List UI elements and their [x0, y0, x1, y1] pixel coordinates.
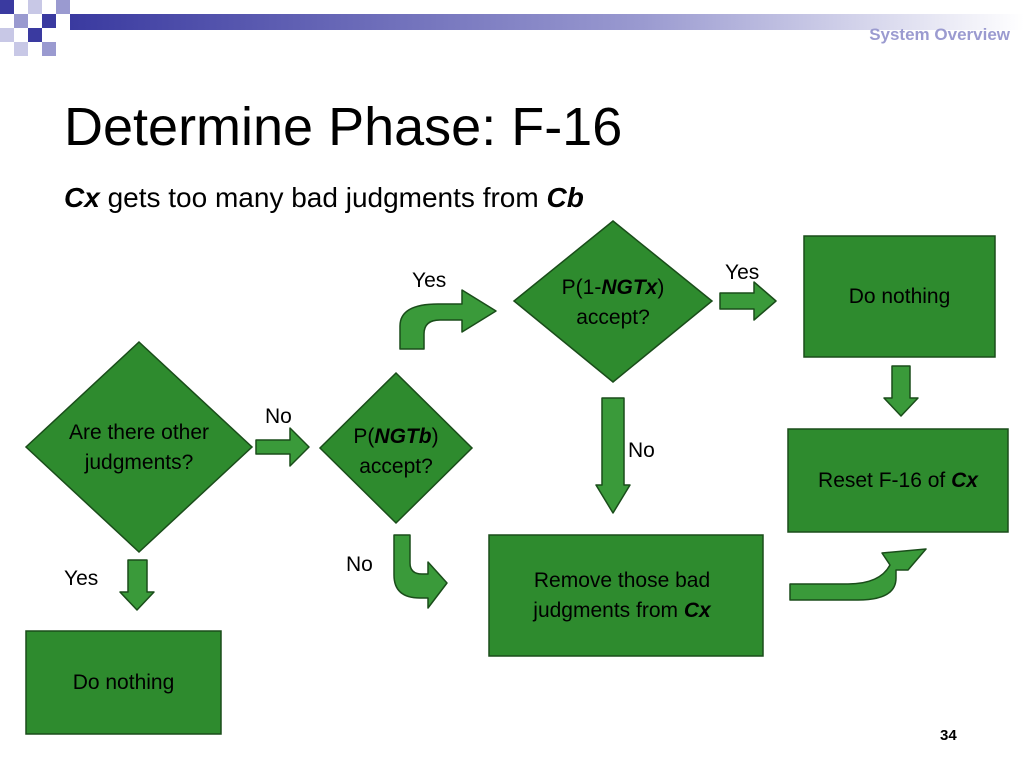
decision-ngtb-text: P(NGTb) accept?	[326, 422, 466, 482]
edge-label-other-no: No	[265, 405, 292, 428]
arrow-ngtx-no	[595, 397, 631, 514]
arrow-remove-to-reset	[789, 548, 927, 601]
slide-subtitle: Cx gets too many bad judgments from Cb	[64, 182, 584, 214]
page-number: 34	[940, 727, 957, 744]
arrow-ngtb-no	[393, 534, 448, 609]
remove-text: Remove those bad judgments from Cx	[489, 566, 755, 626]
arrow-other-no	[255, 427, 310, 467]
ngtx-line2: accept?	[576, 305, 650, 329]
decision-other-line2: judgments?	[84, 450, 194, 474]
arrow-other-yes	[119, 559, 155, 611]
decision-other-judgments	[24, 340, 254, 554]
ngtx-post: )	[657, 276, 665, 299]
arrow-ngtx-yes	[719, 281, 777, 321]
do-nothing-top-text: Do nothing	[848, 285, 951, 308]
arrow-ngtb-yes	[399, 289, 497, 350]
subtitle-cb: Cb	[546, 182, 584, 213]
subtitle-cx: Cx	[64, 182, 100, 213]
ngtb-pre: P(	[353, 425, 375, 448]
box-reset	[787, 428, 1009, 533]
decision-ngtb	[318, 371, 474, 525]
reset-label: Reset F-16 of	[818, 469, 952, 492]
remove-line2: judgments from	[533, 598, 684, 622]
subtitle-middle: gets too many bad judgments from	[99, 182, 547, 213]
ngtx-bold: NGTx	[601, 276, 658, 299]
box-do-nothing-bottom	[25, 630, 222, 735]
box-do-nothing-top	[803, 235, 996, 358]
slide-title: Determine Phase: F-16	[64, 97, 623, 157]
ngtx-pre: P(1-	[561, 276, 602, 299]
box-remove	[488, 534, 764, 657]
decision-other-line1: Are there other	[68, 421, 210, 444]
ngtb-line2: accept?	[359, 454, 433, 478]
reset-bold: Cx	[951, 469, 978, 492]
edge-label-ngtb-no: No	[346, 553, 373, 576]
edge-label-other-yes: Yes	[64, 567, 99, 590]
do-nothing-bottom-text: Do nothing	[72, 671, 175, 694]
section-label: System Overview	[869, 25, 1010, 44]
remove-bold: Cx	[683, 598, 711, 622]
decision-ngtx-text: P(1-NGTx) accept?	[530, 273, 696, 333]
decision-other-text: Are there other judgments?	[36, 418, 242, 478]
remove-line1: Remove those bad	[533, 569, 711, 592]
decision-ngtx	[512, 220, 714, 383]
ngtb-bold: NGTb	[374, 425, 432, 448]
arrow-top-to-reset	[883, 365, 919, 417]
edge-label-ngtb-yes: Yes	[412, 269, 447, 292]
header-decoration	[0, 0, 1024, 56]
reset-text: Reset F-16 of Cx	[788, 466, 1008, 496]
edge-label-ngtx-yes: Yes	[725, 261, 760, 284]
edge-label-ngtx-no: No	[628, 439, 655, 462]
ngtb-post: )	[431, 425, 439, 448]
